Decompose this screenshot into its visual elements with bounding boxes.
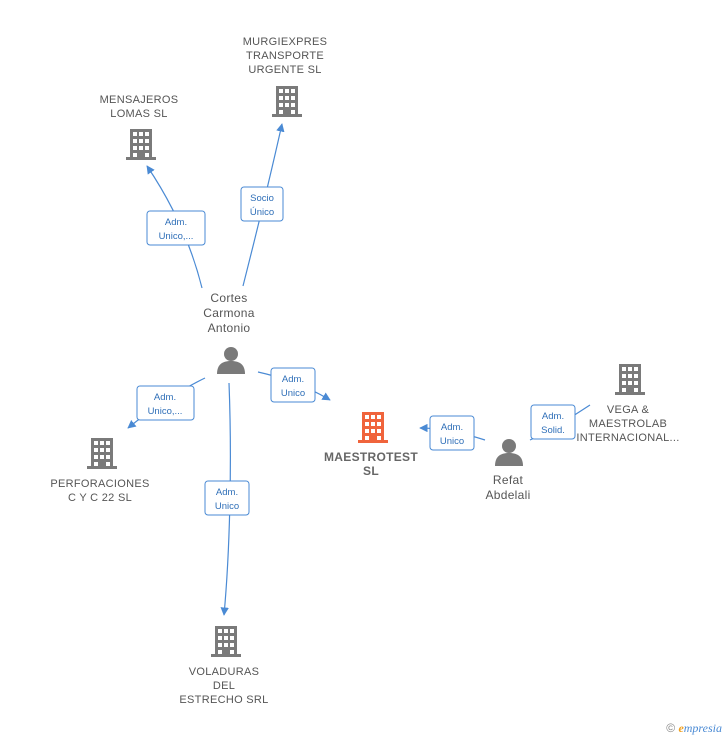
edge-label-line: Unico,... (159, 231, 194, 242)
node-vega[interactable]: VEGA & MAESTROLAB INTERNACIONAL... (576, 364, 679, 444)
node-label-line: MENSAJEROS (100, 94, 179, 106)
building-icon (211, 626, 241, 657)
edges (127, 123, 591, 616)
building-icon (126, 129, 156, 160)
node-label-line: Cortes (210, 291, 247, 305)
node-label-line: VEGA & (607, 404, 650, 416)
node-label-line: ESTRECHO SRL (179, 694, 268, 706)
node-cortes[interactable]: Cortes Carmona Antonio (203, 291, 254, 374)
person-icon (217, 347, 245, 374)
edge-label-line: Adm. (165, 217, 187, 228)
edge-label-line: Socio (250, 193, 274, 204)
building-icon (358, 412, 388, 443)
copyright-symbol: © (666, 721, 676, 735)
node-label-line: MAESTROTEST (324, 450, 418, 464)
node-label-line: LOMAS SL (110, 108, 167, 120)
brand-name: mpresia (683, 721, 722, 735)
brand-logo: empresia (678, 721, 722, 735)
edge-label-vega[interactable]: Adm. Solid. (530, 404, 576, 440)
node-label-line: URGENTE SL (248, 64, 321, 76)
edge-label-murgiexpres[interactable]: Socio Único (240, 186, 284, 222)
edge-label-line: Unico (440, 436, 464, 447)
node-label-line: VOLADURAS (189, 666, 260, 678)
node-murgiexpres[interactable]: MURGIEXPRES TRANSPORTE URGENTE SL (243, 36, 328, 117)
edge-label-line: Unico,... (148, 406, 183, 417)
node-label-line: DEL (213, 680, 235, 692)
building-icon (615, 364, 645, 395)
node-label-line: INTERNACIONAL... (576, 432, 679, 444)
node-label-line: TRANSPORTE (246, 50, 324, 62)
node-perforaciones[interactable]: PERFORACIONES C Y C 22 SL (50, 438, 149, 504)
edge-label-line: Unico (281, 388, 305, 399)
edge-label-line: Solid. (541, 425, 565, 436)
node-refat[interactable]: Refat Abdelali (485, 439, 530, 502)
edge-label-line: Adm. (542, 411, 564, 422)
edge-label-line: Adm. (154, 392, 176, 403)
brand-initial: e (678, 721, 684, 735)
edge-label-perforaciones[interactable]: Adm. Unico,... (136, 385, 195, 421)
edge-label-line: Adm. (282, 374, 304, 385)
edge-label-maestrotest-cortes[interactable]: Adm. Unico (270, 367, 316, 403)
node-label-line: MAESTROLAB (589, 418, 667, 430)
edge-label-maestrotest-refat[interactable]: Adm. Unico (429, 415, 475, 451)
node-label-line: PERFORACIONES (50, 478, 149, 490)
edge-label-line: Único (250, 207, 274, 218)
edge-label-voladuras[interactable]: Adm. Unico (204, 480, 250, 516)
building-icon (272, 86, 302, 117)
node-voladuras[interactable]: VOLADURAS DEL ESTRECHO SRL (179, 626, 268, 706)
person-icon (495, 439, 523, 466)
edge-label-line: Adm. (216, 487, 238, 498)
edge-label-line: Unico (215, 501, 239, 512)
node-label-line: SL (363, 464, 379, 478)
node-label-line: Abdelali (485, 488, 530, 502)
node-label-line: MURGIEXPRES (243, 36, 328, 48)
node-mensajeros[interactable]: MENSAJEROS LOMAS SL (100, 94, 179, 160)
node-maestrotest[interactable]: MAESTROTEST SL (324, 412, 418, 478)
node-label-line: Antonio (208, 321, 251, 335)
node-label-line: C Y C 22 SL (68, 492, 132, 504)
footer-brand: © empresia (666, 721, 722, 736)
edge-label-mensajeros[interactable]: Adm. Unico,... (146, 210, 206, 246)
node-label-line: Refat (493, 473, 524, 487)
building-icon (87, 438, 117, 469)
node-label-line: Carmona (203, 306, 254, 320)
edge-label-line: Adm. (441, 422, 463, 433)
